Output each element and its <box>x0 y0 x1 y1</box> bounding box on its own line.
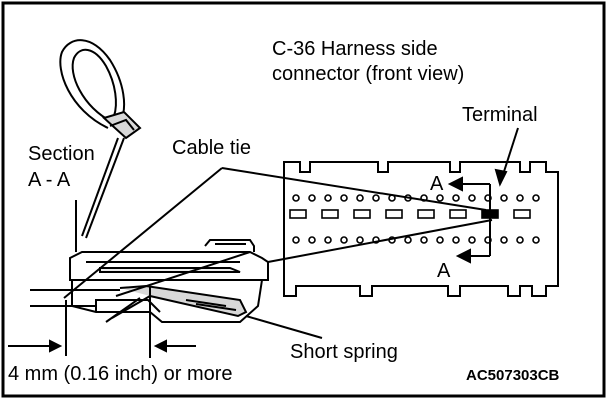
terminal-label: Terminal <box>462 104 538 126</box>
figure-frame <box>1 1 606 398</box>
section-label-line2: A - A <box>28 169 71 191</box>
cable-tie-drawing <box>59 39 142 239</box>
connector-side-view <box>30 239 269 358</box>
cable-tie-label: Cable tie <box>172 137 251 159</box>
leader-lines <box>8 127 519 356</box>
section-label-line1: Section <box>28 143 95 165</box>
dimension-label: 4 mm (0.16 inch) or more <box>8 363 233 385</box>
connector-title-line1: C-36 Harness side <box>272 38 438 60</box>
section-mark-bottom: A <box>437 260 451 282</box>
connector-outline <box>283 161 559 297</box>
section-mark-top: A <box>430 173 444 195</box>
short-spring-label: Short spring <box>290 341 398 363</box>
connector-front-view <box>283 161 559 297</box>
bottom-pin-row <box>292 236 540 244</box>
connector-title-line2: connector (front view) <box>272 63 464 85</box>
figure-code: AC507303CB <box>466 367 560 384</box>
